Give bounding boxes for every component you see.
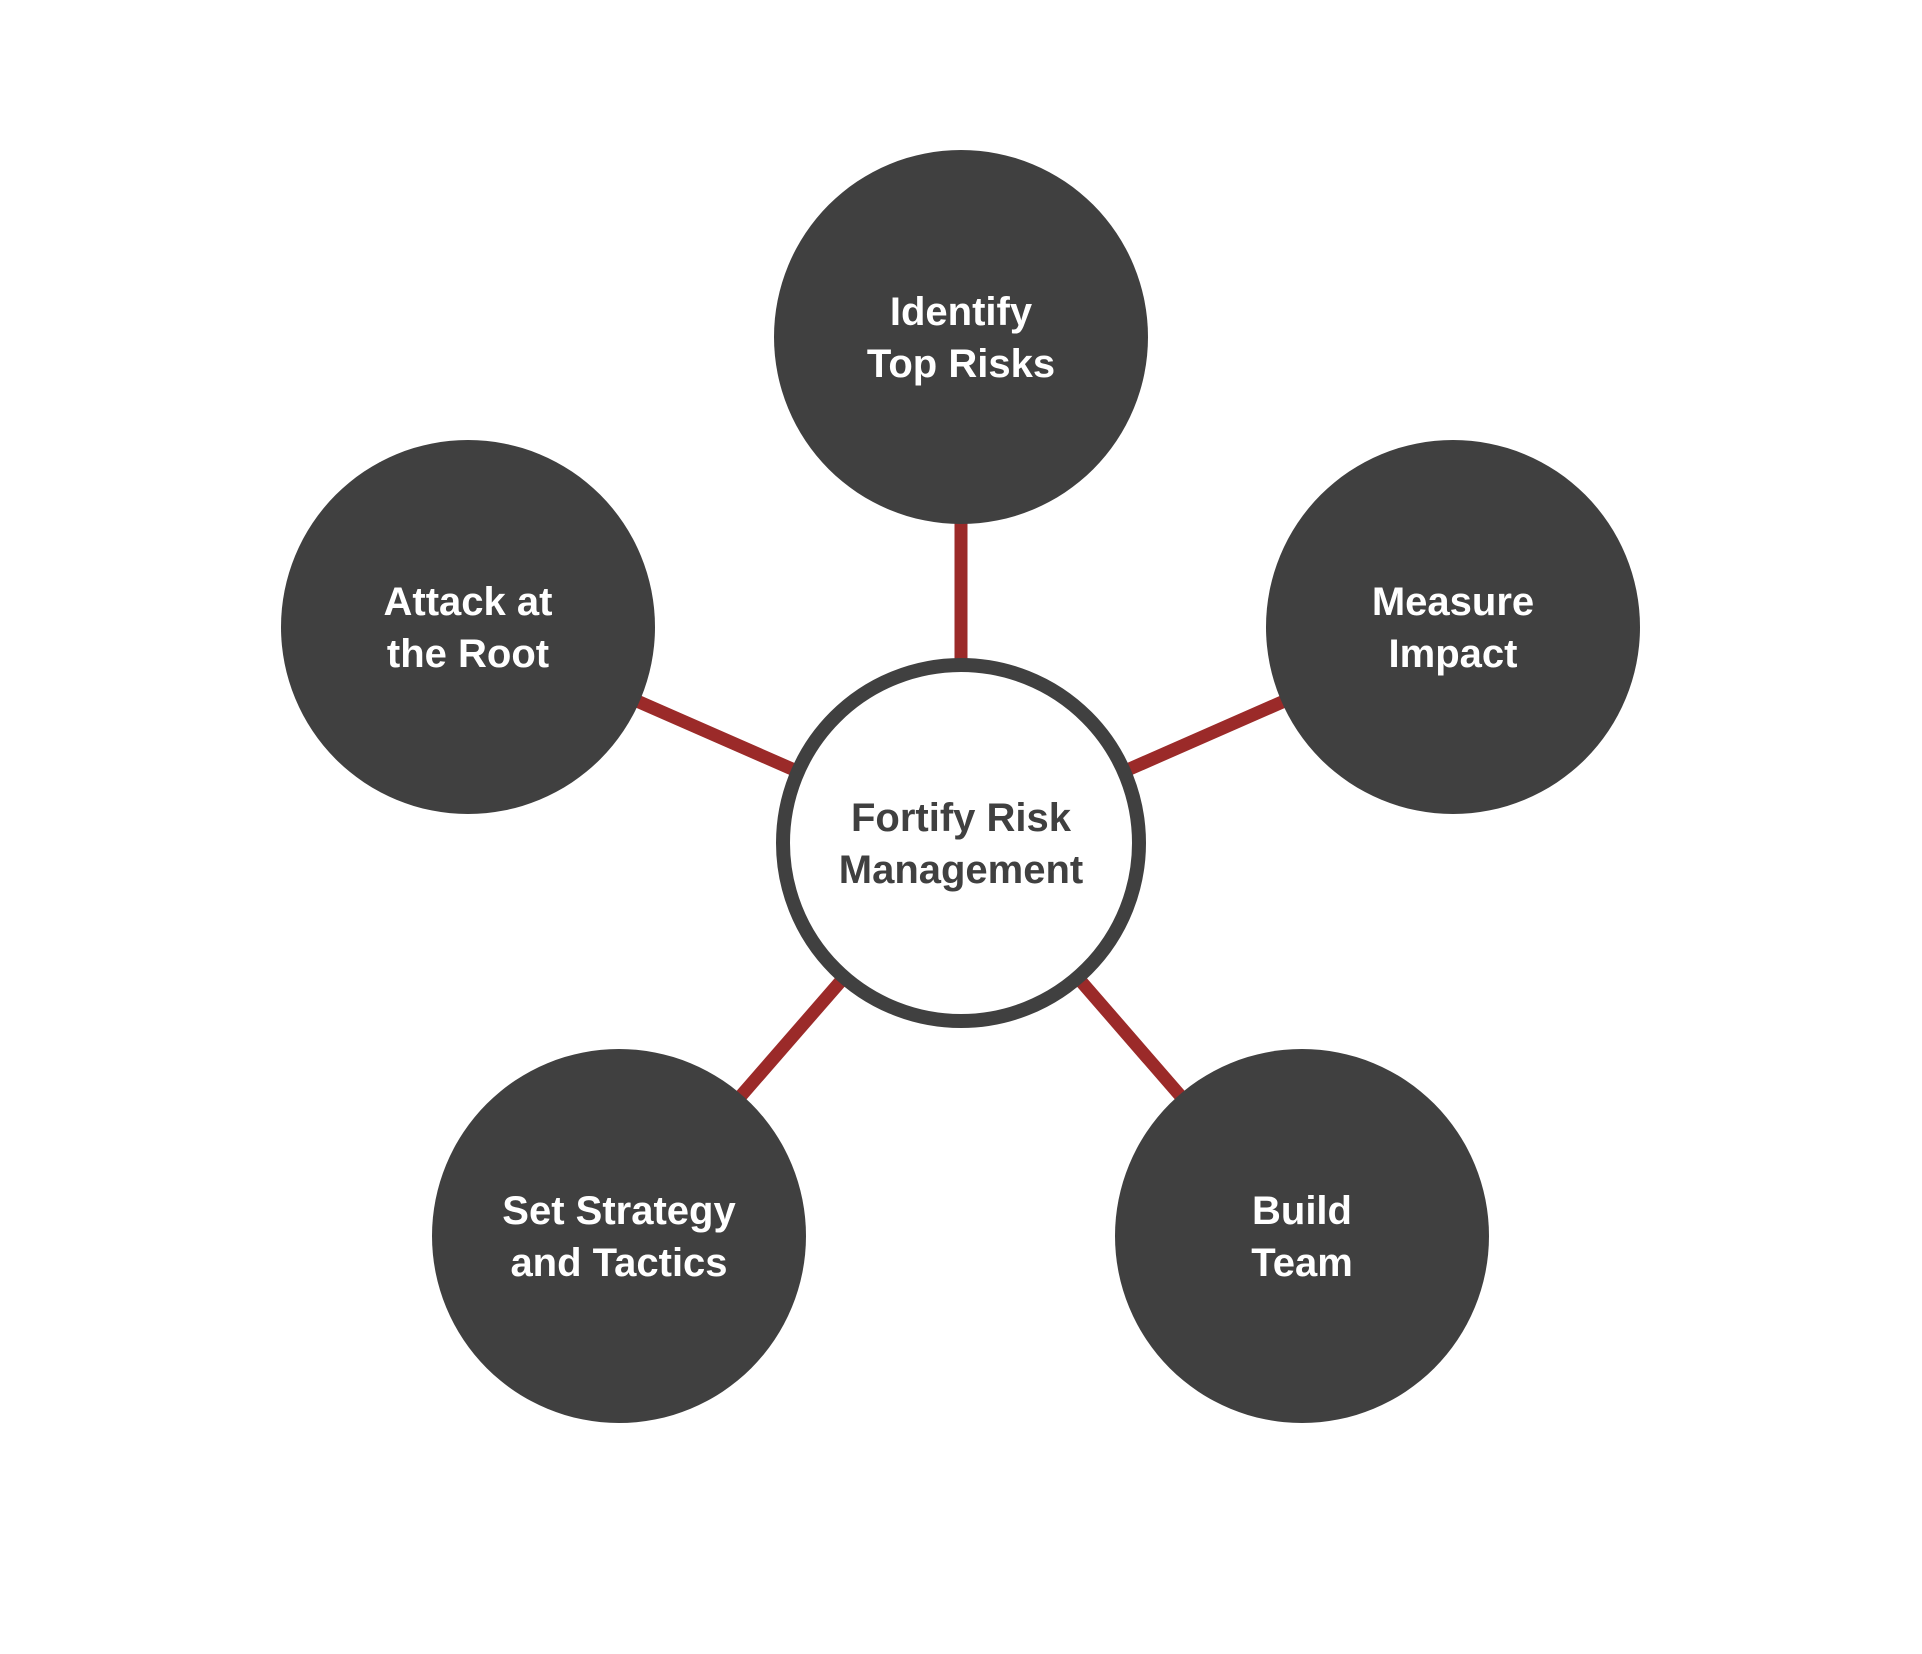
node-label-line-1: Measure (1372, 580, 1534, 624)
center-label-line-1: Fortify Risk (851, 796, 1072, 840)
center-label-line-2: Management (839, 848, 1084, 892)
connector-build-team (1076, 976, 1186, 1101)
node-circle (281, 440, 655, 814)
node-circle (1115, 1049, 1489, 1423)
node-label-line-1: Identify (890, 290, 1033, 334)
node-set-strategy-and-tactics: Set Strategy and Tactics (432, 1049, 806, 1423)
connector-attack-at-the-root (634, 695, 796, 776)
node-label-line-2: Team (1251, 1241, 1353, 1285)
connector-set-strategy-and-tactics (735, 976, 846, 1101)
node-circle (432, 1049, 806, 1423)
node-label-line-2: the Root (387, 632, 549, 676)
node-label-line-1: Build (1252, 1189, 1352, 1233)
node-label-line-2: Impact (1389, 632, 1518, 676)
node-circle (1266, 440, 1640, 814)
connectors (634, 522, 1287, 1101)
node-label-line-1: Attack at (384, 580, 553, 624)
node-label-line-2: and Tactics (510, 1241, 727, 1285)
node-attack-at-the-root: Attack at the Root (281, 440, 655, 814)
connector-measure-impact (1125, 695, 1287, 776)
center-circle (776, 658, 1146, 1028)
node-label-line-2: Top Risks (867, 342, 1055, 386)
node-label-line-1: Set Strategy (502, 1189, 736, 1233)
node-circle (774, 150, 1148, 524)
